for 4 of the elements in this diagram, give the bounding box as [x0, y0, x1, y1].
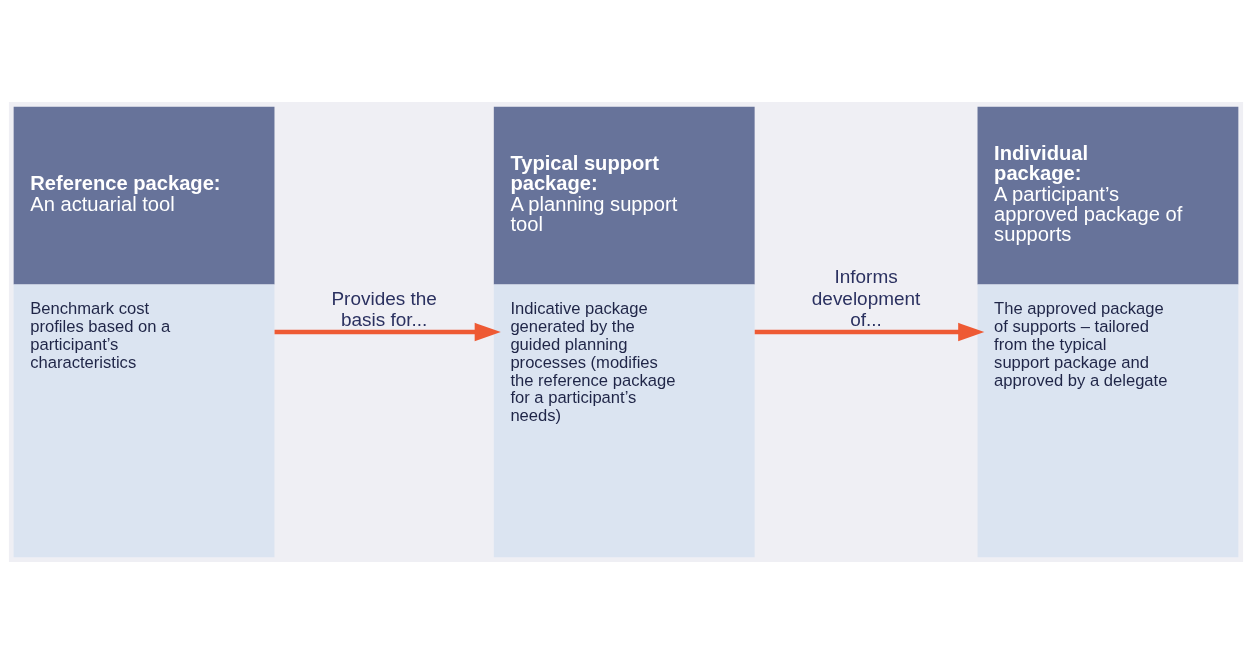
edge-label: Provides the basis for... [331, 287, 437, 330]
edge-label: Informs development of... [811, 266, 921, 330]
arrow [274, 322, 501, 342]
arrow [754, 322, 985, 342]
